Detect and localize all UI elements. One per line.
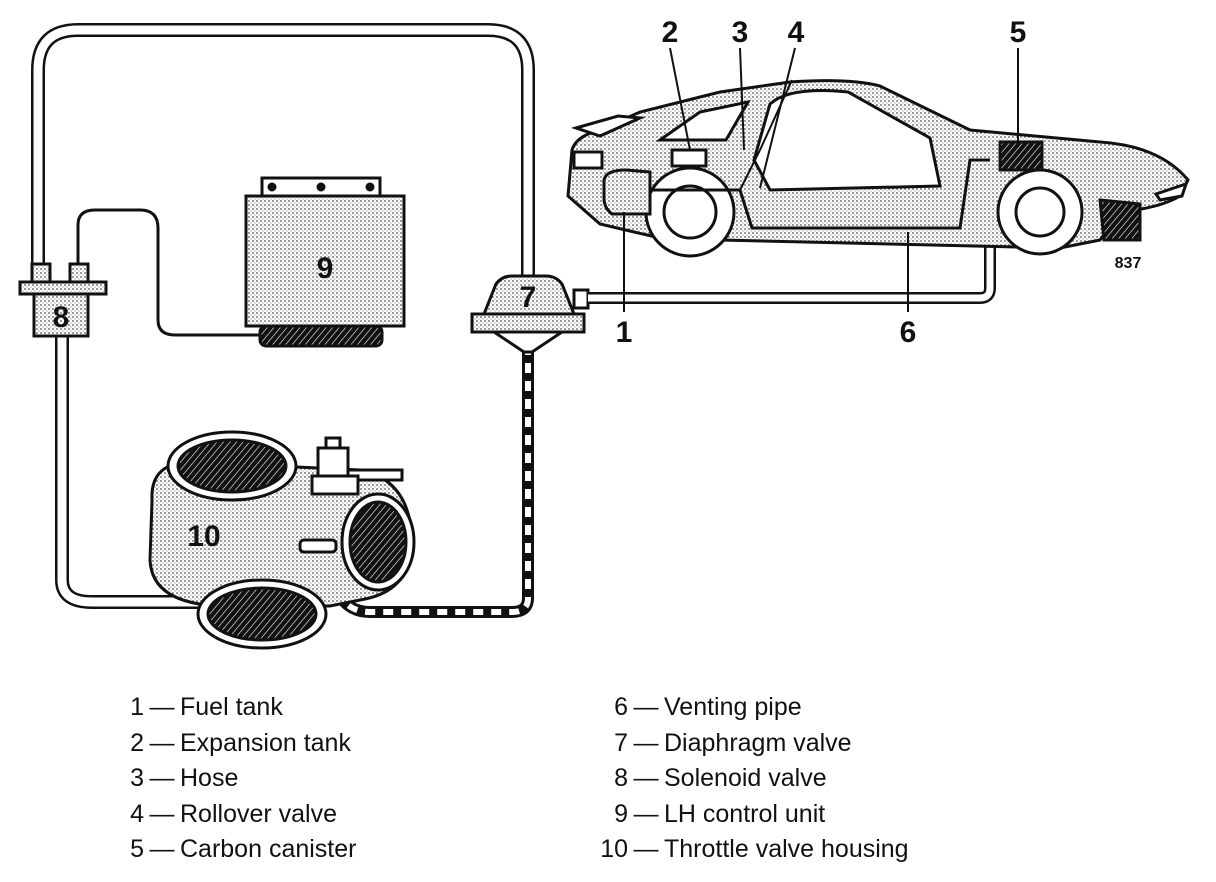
legend-item: 6—Venting pipe: [594, 690, 909, 726]
callout-3: 3: [732, 16, 749, 49]
legend-dash: —: [633, 799, 659, 828]
callout-10: 10: [187, 520, 220, 553]
legend-label: Solenoid valve: [664, 764, 827, 792]
legend-dash: —: [149, 728, 175, 757]
legend-number: 3: [130, 764, 144, 792]
throttle-valve-housing: 10: [148, 430, 416, 650]
control-wire: [76, 208, 262, 337]
legend-number: 9: [614, 799, 628, 828]
legend-number: 4: [130, 799, 144, 828]
upper-vent-loop: [31, 23, 535, 280]
solenoid-valve: 8: [18, 262, 108, 338]
callout-4: 4: [788, 16, 805, 49]
legend-item: 9—LH control unit: [594, 797, 909, 833]
callout-9: 9: [317, 252, 334, 285]
legend-dash: —: [149, 764, 175, 792]
legend-label: LH control unit: [664, 799, 826, 828]
legend-item: 4—Rollover valve: [124, 797, 356, 833]
legend-number: 8: [614, 764, 628, 792]
legend-number: 10: [600, 835, 628, 863]
legend-item: 10—Throttle valve housing: [594, 832, 909, 868]
callout-7: 7: [520, 281, 537, 314]
leader-lines: [623, 47, 1019, 312]
evaporative-emission-diagram: 8 9 7 10: [18, 16, 1190, 650]
callout-1: 1: [616, 316, 633, 349]
legend-number: 2: [130, 728, 144, 757]
legend-label: Throttle valve housing: [664, 835, 909, 863]
diaphragm-valve: 7: [470, 274, 590, 354]
legend-left-column: 1—Fuel tank 2—Expansion tank 3—Hose 4—Ro…: [124, 690, 356, 868]
legend-item: 5—Carbon canister: [124, 832, 356, 868]
legend-item: 8—Solenoid valve: [594, 761, 909, 797]
legend-label: Expansion tank: [180, 728, 351, 757]
legend-label: Venting pipe: [664, 693, 802, 721]
legend-number: 1: [130, 693, 144, 721]
legend-dash: —: [633, 728, 659, 757]
callout-5: 5: [1010, 16, 1027, 49]
car-illustration: [566, 79, 1190, 258]
legend-dash: —: [633, 764, 659, 792]
legend-dash: —: [149, 835, 175, 863]
callout-6: 6: [900, 316, 917, 349]
legend-label: Rollover valve: [180, 799, 338, 828]
legend-number: 7: [614, 728, 628, 757]
legend-number: 5: [130, 835, 144, 863]
legend-label: Hose: [180, 764, 239, 792]
legend-item: 7—Diaphragm valve: [594, 726, 909, 762]
lower-vent-loop: [55, 330, 210, 609]
lh-control-unit: 9: [244, 176, 406, 348]
legend-label: Diaphragm valve: [664, 728, 852, 757]
legend-dash: —: [633, 693, 659, 721]
legend-label: Fuel tank: [180, 693, 283, 721]
legend-label: Carbon canister: [180, 835, 357, 863]
callout-8: 8: [53, 301, 70, 334]
legend-dash: —: [149, 693, 175, 721]
figure-number: 837: [1115, 255, 1142, 272]
legend-item: 2—Expansion tank: [124, 726, 356, 762]
legend-number: 6: [614, 693, 628, 721]
callout-2: 2: [662, 16, 679, 49]
legend-right-column: 6—Venting pipe 7—Diaphragm valve 8—Solen…: [594, 690, 909, 868]
legend-dash: —: [633, 835, 659, 863]
legend-item: 1—Fuel tank: [124, 690, 356, 726]
legend-item: 3—Hose: [124, 761, 356, 797]
venting-pipe: [588, 160, 996, 304]
legend-dash: —: [149, 799, 175, 828]
